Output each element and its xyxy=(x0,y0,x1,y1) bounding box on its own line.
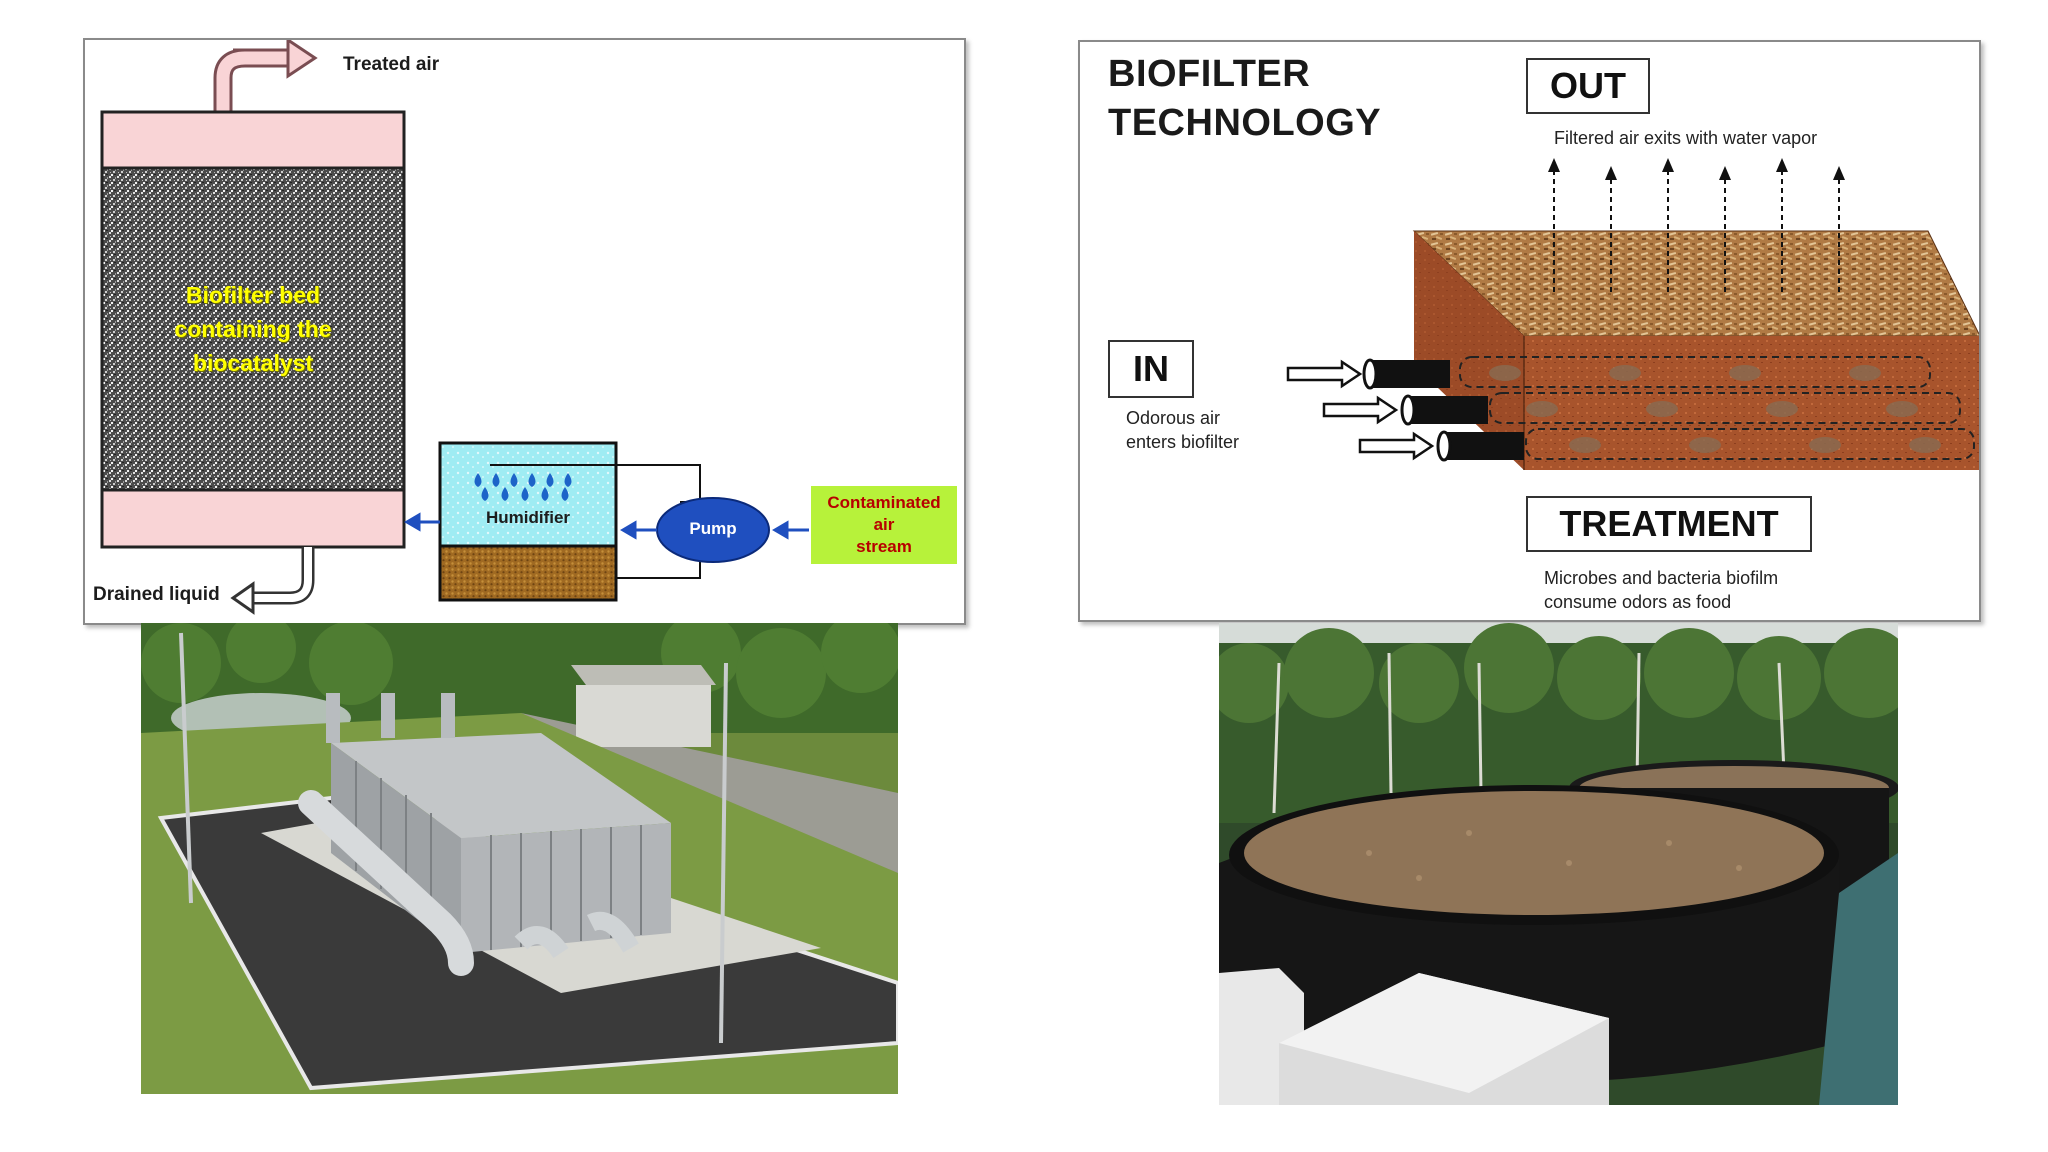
bed-label-line: containing the xyxy=(174,316,332,342)
humidifier-label: Humidifier xyxy=(485,508,571,527)
contaminated-label-line: stream xyxy=(856,537,912,556)
contaminated-label-line: air xyxy=(873,515,895,534)
bed-label-line: biocatalyst xyxy=(192,350,314,376)
biofilter-plant-photo xyxy=(141,623,898,1094)
plant-photo-illustration xyxy=(141,623,898,1094)
treatment-caption-line: Microbes and bacteria biofilm xyxy=(1544,568,1779,588)
drained-liquid-label: Drained liquid xyxy=(93,584,220,605)
biofilter-technology-diagram: BIOFILTER TECHNOLOGY OUT Filtered air ex… xyxy=(1078,40,1981,622)
diagram-title: BIOFILTER TECHNOLOGY xyxy=(1108,50,1381,148)
tanks-photo-illustration xyxy=(1219,623,1898,1105)
title-line: BIOFILTER xyxy=(1108,53,1311,95)
treatment-caption-line: consume odors as food xyxy=(1544,592,1732,612)
biofilter-process-diagram: Treated air Biofilter bed containing the… xyxy=(83,38,966,625)
bed-label-line: Biofilter bed xyxy=(185,282,321,308)
process-diagram-graphics xyxy=(100,40,957,615)
out-caption: Filtered air exits with water vapor xyxy=(1554,128,1818,148)
technology-diagram-graphics xyxy=(1286,158,1979,470)
treatment-caption: Microbes and bacteria biofilm consume od… xyxy=(1544,566,1778,614)
in-caption-line: enters biofilter xyxy=(1126,432,1240,452)
treatment-label: TREATMENT xyxy=(1526,496,1812,552)
contaminated-air-label: Contaminated air stream xyxy=(811,492,957,558)
treated-air-label: Treated air xyxy=(343,54,440,75)
in-label: IN xyxy=(1108,340,1194,398)
biofilter-bed-label: Biofilter bed containing the biocatalyst xyxy=(102,278,404,380)
out-label: OUT xyxy=(1526,58,1650,114)
pump-label: Pump xyxy=(689,519,737,538)
in-caption-line: Odorous air xyxy=(1126,408,1221,428)
contaminated-label-line: Contaminated xyxy=(827,493,941,512)
biofilter-tanks-photo xyxy=(1219,623,1898,1105)
in-caption: Odorous air enters biofilter xyxy=(1126,406,1239,454)
title-line: TECHNOLOGY xyxy=(1108,102,1382,144)
